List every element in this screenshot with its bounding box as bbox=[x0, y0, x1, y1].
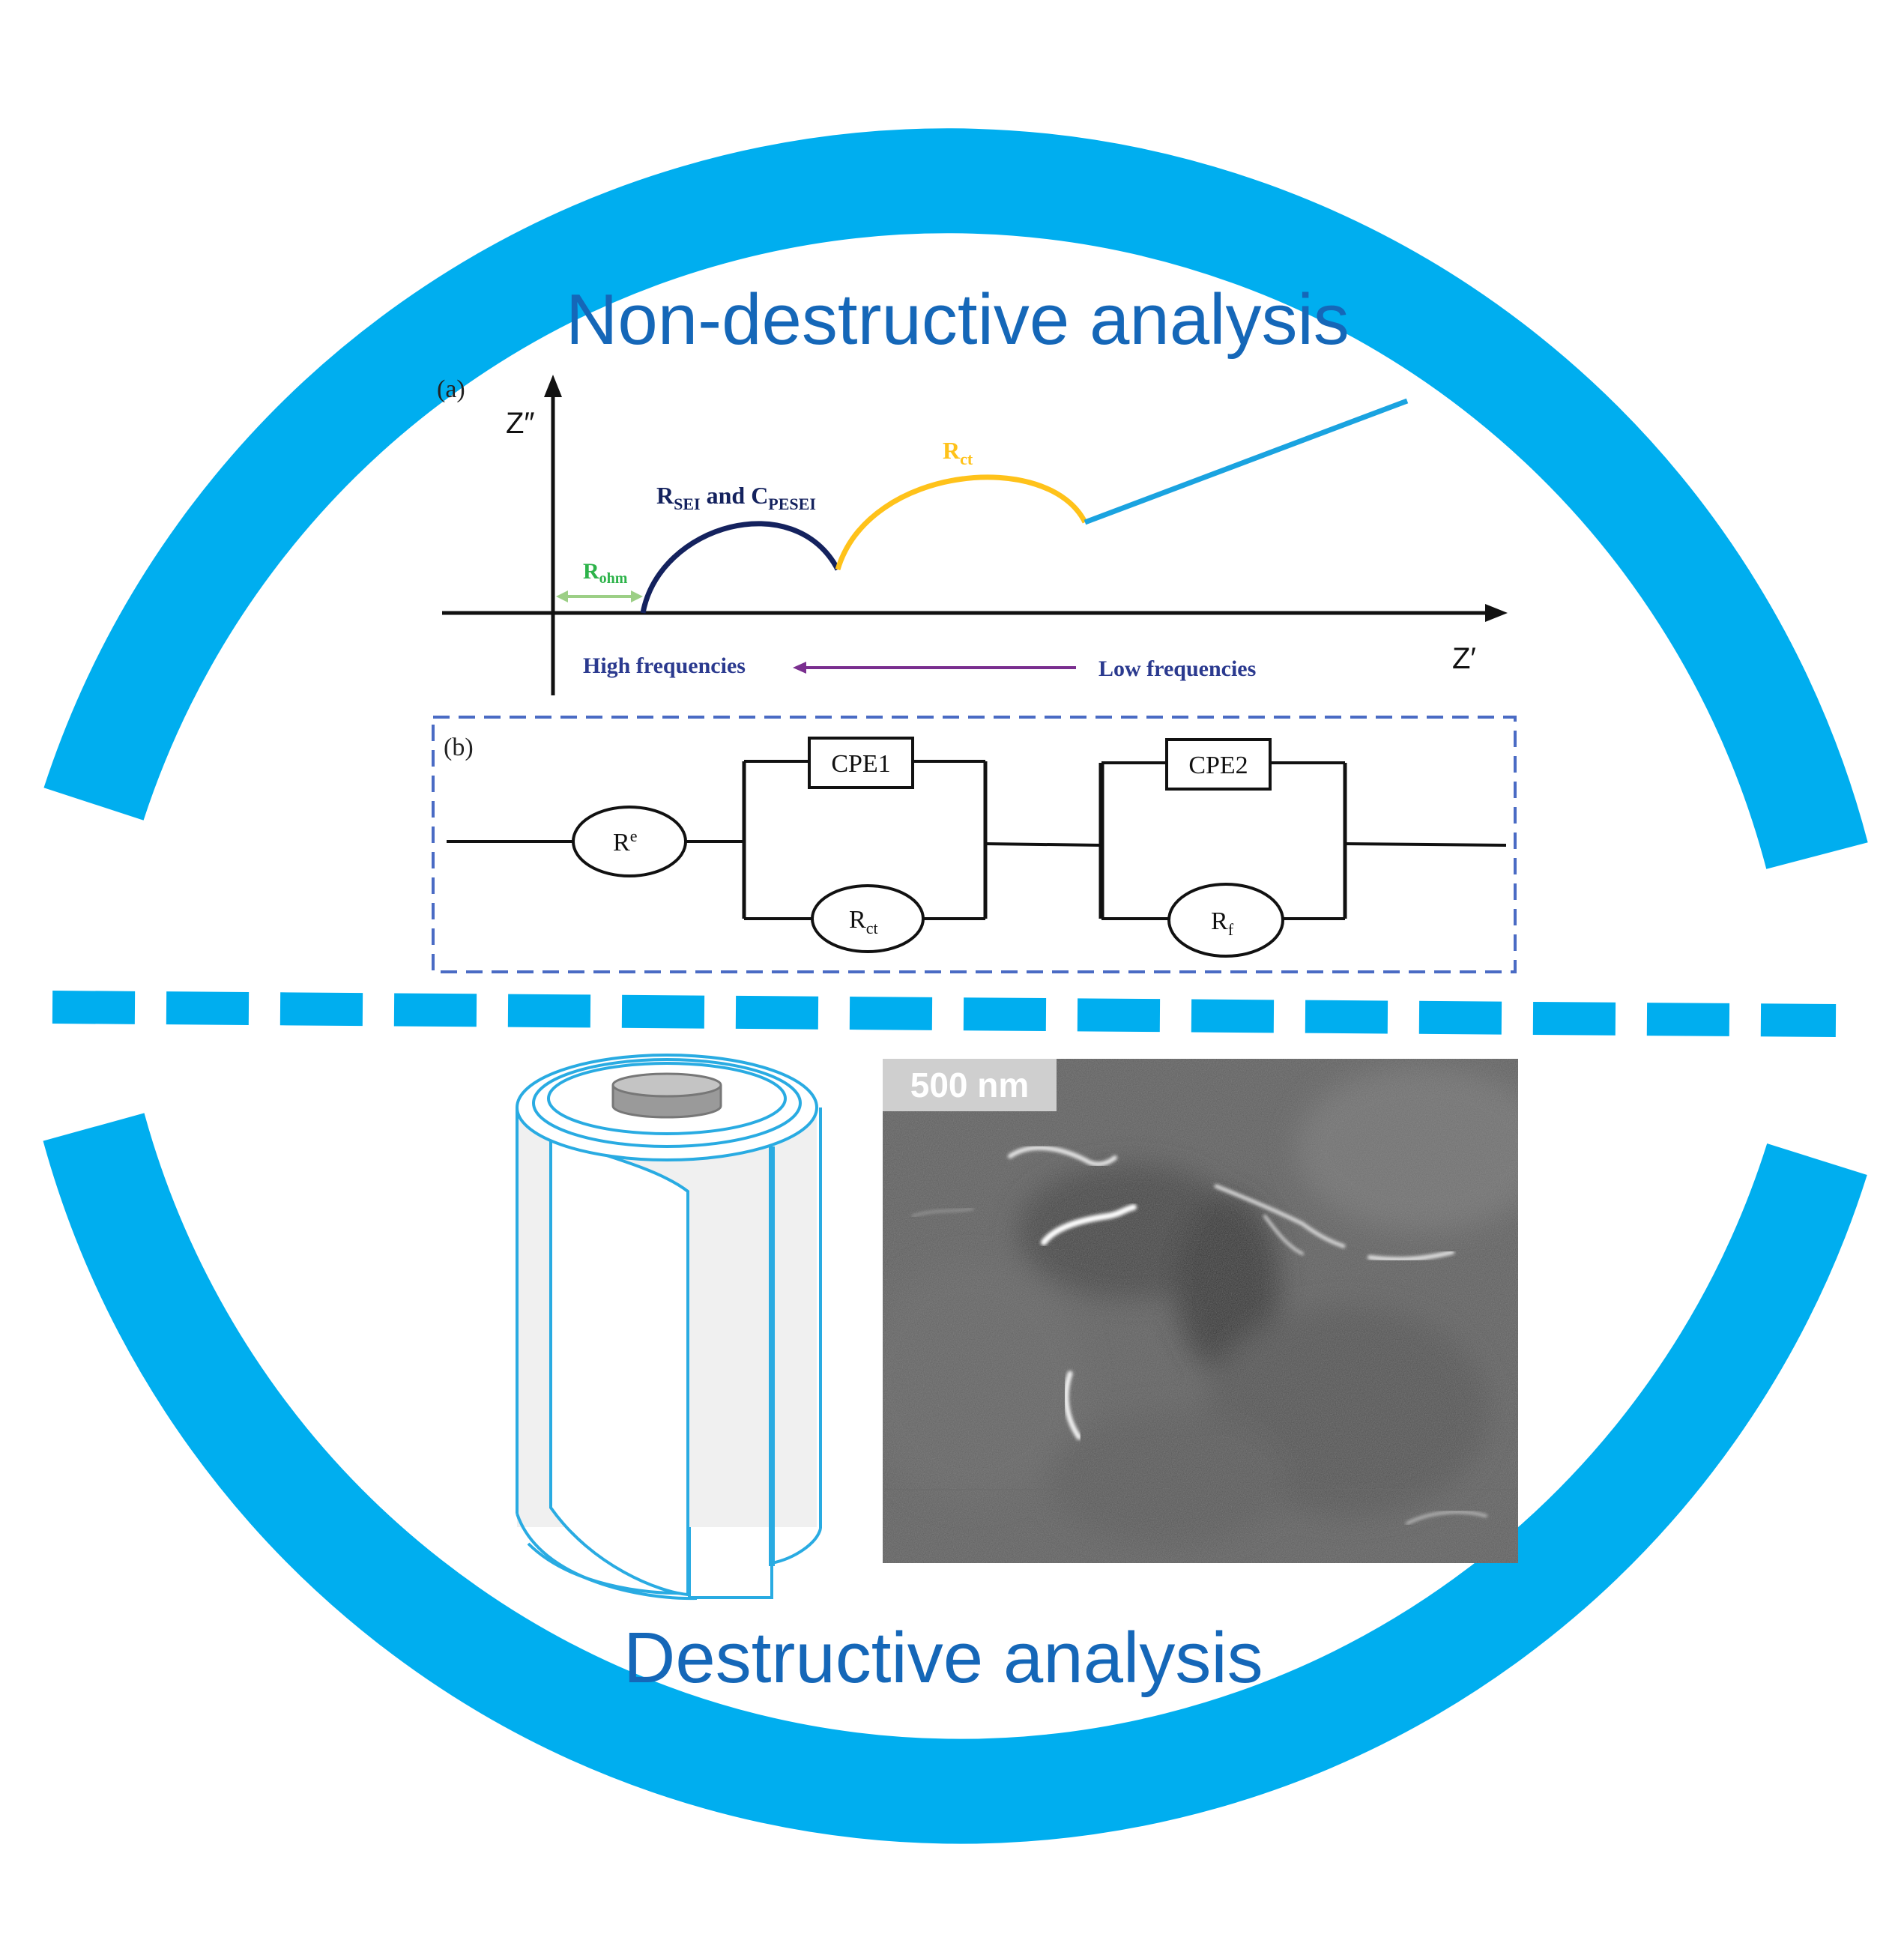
cylindrical-cell-illustration bbox=[516, 1054, 822, 1601]
high-frequency-label: High frequencies bbox=[583, 653, 746, 678]
y-axis-label: Z″ bbox=[506, 407, 535, 440]
r-ohm-arrowhead-right bbox=[631, 590, 643, 602]
x-axis-arrowhead bbox=[1485, 604, 1508, 622]
cell-top-inner-ring bbox=[547, 1062, 787, 1135]
rct-label: Rct bbox=[849, 906, 878, 937]
x-axis-label: Z′ bbox=[1452, 642, 1476, 675]
rf-resistor bbox=[1167, 883, 1284, 958]
rf-label: Rf bbox=[1211, 907, 1234, 939]
cell-top-middle-ring bbox=[532, 1058, 802, 1148]
circuit-dashed-box bbox=[432, 716, 1517, 973]
re-label: Re bbox=[613, 827, 637, 856]
cpe1-label: CPE1 bbox=[831, 750, 890, 778]
y-axis-arrowhead bbox=[544, 375, 562, 397]
sem-texture bbox=[883, 1059, 1518, 1563]
non-destructive-heading: Non-destructive analysis bbox=[566, 279, 1350, 360]
sei-semicircle bbox=[640, 521, 841, 614]
low-frequency-label: Low frequencies bbox=[1098, 656, 1256, 681]
panel-a-label: (a) bbox=[437, 375, 465, 403]
cell-bottom-curve-inner bbox=[527, 1542, 689, 1595]
diffusion-line bbox=[1084, 398, 1409, 525]
ct-semicircle bbox=[835, 474, 1088, 571]
cell-sheet-flap bbox=[549, 1135, 689, 1597]
cpe2-label: CPE2 bbox=[1188, 752, 1248, 779]
panel-b-label: (b) bbox=[444, 734, 474, 761]
sem-grain bbox=[883, 1059, 1518, 1563]
sem-micrograph: 500 nm bbox=[883, 1059, 1518, 1563]
r-sei-label: RSEI and CPESEI bbox=[656, 482, 816, 513]
rct-resistor bbox=[811, 884, 925, 953]
wire-middle bbox=[985, 842, 1102, 847]
wire-right bbox=[1344, 842, 1507, 847]
r-ohm-arrowhead-left bbox=[556, 590, 568, 602]
cpe1-element bbox=[808, 737, 914, 789]
cpe2-element bbox=[1165, 738, 1272, 791]
r-ct-label: Rct bbox=[943, 437, 973, 468]
cell-bottom-right-curve bbox=[771, 1528, 822, 1565]
nyquist-plot: (a) Z″ Z′ Rohm RSEI and CPESEI Rct High … bbox=[437, 375, 1508, 695]
r-ohm-label: Rohm bbox=[583, 559, 628, 587]
destructive-heading: Destructive analysis bbox=[623, 1618, 1263, 1698]
ring-lower-arc bbox=[43, 1113, 1867, 1844]
sem-cracks bbox=[911, 1145, 1487, 1525]
frequency-arrowhead bbox=[793, 662, 806, 674]
cell-terminal-top bbox=[611, 1072, 722, 1098]
section-divider bbox=[52, 991, 1837, 1037]
scale-bar-label: 500 nm bbox=[883, 1059, 1057, 1111]
equivalent-circuit: (b) Re CPE1 Rct CPE2 Rf bbox=[432, 716, 1517, 973]
ring-upper-arc bbox=[43, 128, 1868, 869]
